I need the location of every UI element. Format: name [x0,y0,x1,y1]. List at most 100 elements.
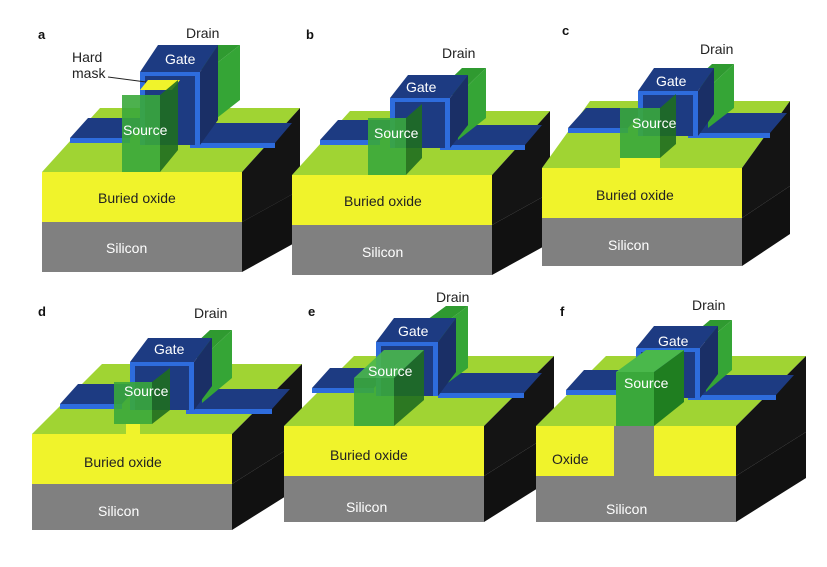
source-label: Source [124,383,169,399]
oxide-front [42,172,242,222]
panel-a: a Drain Gate Source Buried oxide Silicon… [38,25,300,272]
gate-top [390,75,468,98]
gate-top [140,45,218,72]
silicon-front [536,476,736,522]
gate-side [450,75,468,148]
gate-top [130,338,212,362]
silicon-side [242,190,300,272]
gate-label: Gate [656,73,687,89]
source-fin [368,118,406,175]
gate-arm-left-edge [566,390,626,395]
fin-base [620,158,660,168]
gate-label: Gate [406,79,437,95]
source-fin [122,95,160,172]
gate-arm-left-edge [60,404,122,409]
silicon-side [736,432,806,522]
gate-arm-right-edge [688,395,776,400]
source-label: Source [624,375,669,391]
oxide-label: Buried oxide [344,193,422,209]
gate-side [194,338,212,410]
hard-mask-label-line: Hard [72,49,102,65]
gate-side [438,318,456,396]
gate-arm-right-edge [688,133,770,138]
panel-letter: d [38,304,46,319]
substrate-label: Silicon [362,244,403,260]
gate-arm-left-edge [70,138,130,143]
source-fin [354,378,394,426]
source-fin [620,108,660,158]
hard-mask-label-line: mask [72,65,106,81]
panel-letter: c [562,23,569,38]
silicon-front [292,225,492,275]
oxide-label: Buried oxide [98,190,176,206]
panel-letter: f [560,304,565,319]
source-fin-side [406,104,422,175]
drain-label: Drain [194,305,227,321]
oxide-side [242,108,300,222]
gate-arm-right-edge [438,393,524,398]
source-fin [114,382,152,424]
gate-top [636,326,718,348]
gate-arm-left-edge [320,140,380,145]
silicon-front [284,476,484,522]
oxide-side [484,356,554,476]
source-fin-side [394,350,424,426]
source-fin-top [616,350,684,372]
panel-letter: a [38,27,46,42]
gate-arm-right-edge [440,145,525,150]
source-fin-side [654,350,684,426]
oxide-front [284,426,484,476]
panel-letter: b [306,27,314,42]
gate-side [200,45,218,145]
panel-c: c Drain Gate Source Buried oxide Silicon [542,23,790,266]
panel-f: f Drain Gate Source Oxide Silicon [536,297,806,522]
oxide-front [292,175,492,225]
substrate-label: Silicon [606,501,647,517]
panel-b: b Drain Gate Source Buried oxide Silicon [292,27,550,275]
gate-arm-right-edge [190,143,275,148]
silicon-side [742,186,790,266]
silicon-front [32,484,232,530]
silicon-side [492,193,550,275]
panel-e: e Drain Gate Source Buried oxide Silicon [284,289,554,522]
substrate-label: Silicon [98,503,139,519]
source-label: Source [374,125,419,141]
gate-arm-right-edge [186,409,272,414]
source-label: Source [368,363,413,379]
source-fin-side [152,368,170,424]
drain-label: Drain [186,25,219,41]
substrate-label: Silicon [346,499,387,515]
oxide-label: Buried oxide [596,187,674,203]
gate-top [376,318,456,342]
source-label: Source [123,122,168,138]
gate-label: Gate [154,341,185,357]
silicon-pillar [614,426,654,476]
substrate-label: Silicon [608,237,649,253]
source-fin-side [660,94,676,158]
drain-label: Drain [700,41,733,57]
gate-arm-right [190,123,292,143]
gate-side [700,326,718,398]
source-fin-side [160,80,178,172]
panel-d: d Drain Gate Source Buried oxide Silicon [32,304,302,530]
hard-mask-leader [107,76,147,83]
oxide-side [736,356,806,476]
oxide-front [542,168,742,218]
gate-label: Gate [658,333,689,349]
oxide-side [492,111,550,225]
gate-label: Gate [398,323,429,339]
silicon-front [42,222,242,272]
substrate-label: Silicon [106,240,147,256]
oxide-front [32,434,232,484]
gate-top [638,68,714,91]
oxide-label: Oxide [552,451,589,467]
drain-label: Drain [436,289,469,305]
gate-side [698,68,714,136]
source-label: Source [632,115,677,131]
gate-arm-right [438,373,542,393]
source-fin-top [354,350,424,378]
drain-fin [708,64,734,128]
